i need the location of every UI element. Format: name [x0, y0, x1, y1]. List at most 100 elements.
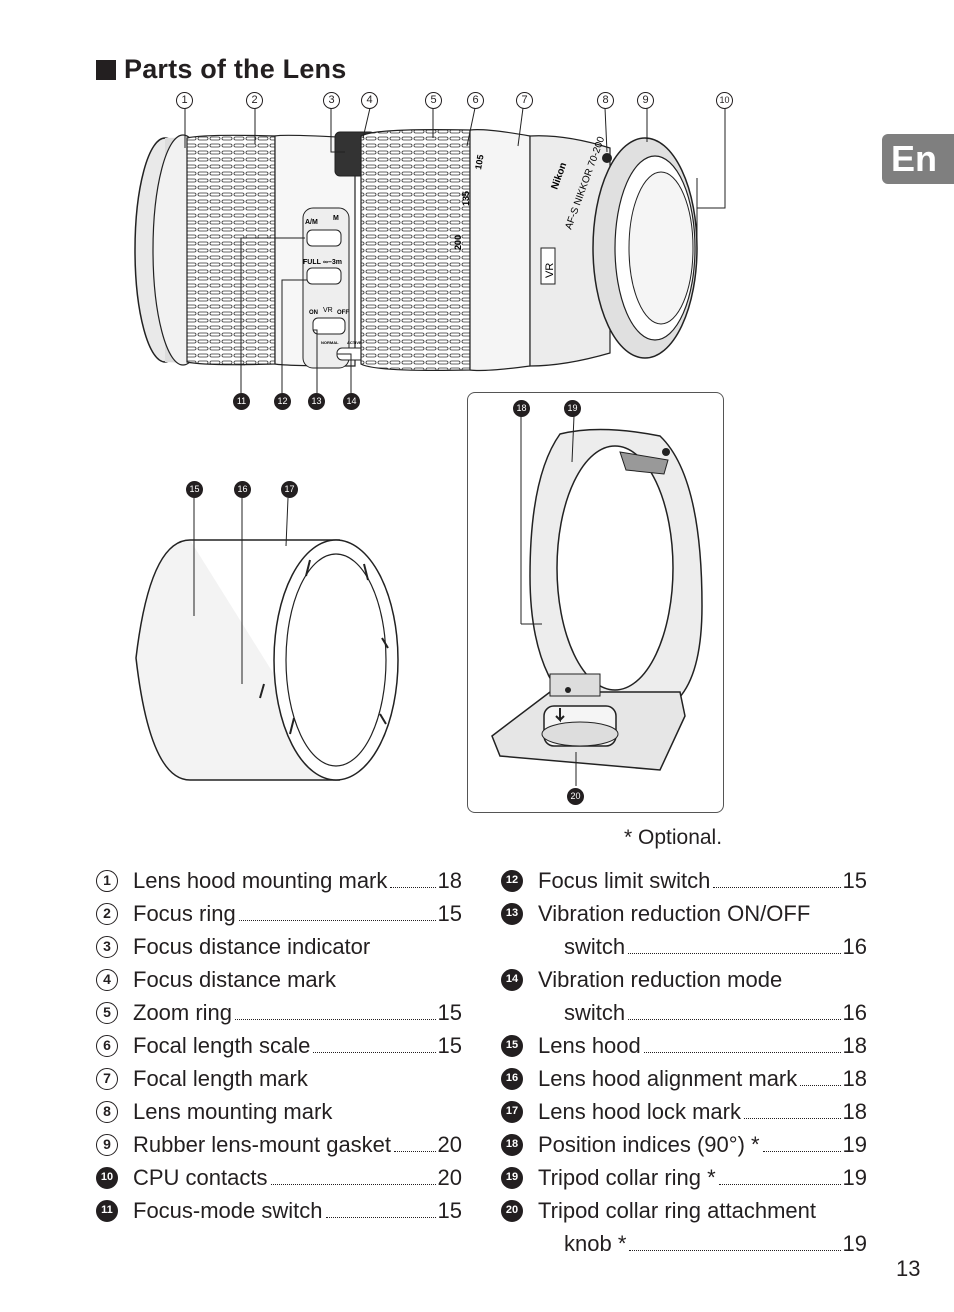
page-number: 13 — [896, 1256, 921, 1281]
item-number: 15 — [501, 1035, 523, 1057]
switch-inf3m-label: ∞–3m — [323, 259, 342, 266]
leader-dots — [628, 1018, 841, 1020]
section-title: Parts of the Lens — [96, 54, 346, 85]
leader-dots — [325, 1216, 436, 1218]
item-page: 18 — [842, 1066, 867, 1091]
callout-12: 12 — [274, 393, 291, 410]
item-page: 16 — [842, 1000, 867, 1025]
item-label: Position indices (90°) * — [538, 1132, 760, 1157]
switch-am-label: A/M — [305, 219, 318, 226]
callout-11: 11 — [233, 393, 250, 410]
list-item: 8 Lens mounting mark — [96, 1097, 462, 1127]
switch-active-label: ACTIVE — [347, 340, 362, 345]
callout-18: 18 — [513, 400, 530, 417]
callout-7: 7 — [516, 92, 533, 109]
switch-off-label: OFF — [337, 310, 349, 316]
item-label: Lens hood — [538, 1033, 641, 1058]
section-title-text: Parts of the Lens — [124, 54, 347, 84]
item-label: Zoom ring — [133, 1000, 233, 1025]
callout-4: 4 — [361, 92, 378, 109]
list-item: 20 Tripod collar ring attachment — [501, 1196, 867, 1226]
item-page: 18 — [437, 868, 462, 893]
item-label-continued: knob * — [564, 1231, 627, 1256]
item-number: 17 — [501, 1101, 523, 1123]
leader-dots — [235, 1018, 436, 1020]
item-label: Rubber lens-mount gasket — [133, 1132, 392, 1157]
leader-dots — [762, 1150, 841, 1152]
leader-dots — [238, 919, 436, 921]
focal-scale-135: 135 — [461, 191, 471, 206]
callout-2: 2 — [246, 92, 263, 109]
item-page: 15 — [842, 868, 867, 893]
tripod-collar-illustration — [491, 416, 703, 786]
item-number: 13 — [501, 903, 523, 925]
switch-on-label: ON — [309, 310, 318, 316]
leader-dots — [800, 1084, 841, 1086]
leader-dots — [713, 886, 841, 888]
callout-5: 5 — [425, 92, 442, 109]
lens-vr-mark: VR — [544, 263, 556, 278]
callout-9: 9 — [637, 92, 654, 109]
list-item: 12 Focus limit switch 15 — [501, 866, 867, 896]
item-page: 20 — [437, 1165, 462, 1190]
list-item-continued: knob * 19 — [501, 1229, 867, 1259]
item-number: 12 — [501, 870, 523, 892]
item-label: Focal length scale — [133, 1033, 311, 1058]
leader-dots — [629, 1249, 841, 1251]
item-page: 18 — [842, 1033, 867, 1058]
item-label: Focus ring — [133, 901, 236, 926]
item-number: 20 — [501, 1200, 523, 1222]
item-label: Focus limit switch — [538, 868, 711, 893]
callout-20: 20 — [567, 788, 584, 805]
item-label: Lens mounting mark — [133, 1099, 333, 1124]
item-label-continued: switch — [564, 1000, 626, 1025]
optional-note: * Optional. — [624, 826, 723, 849]
item-number: 1 — [96, 870, 118, 892]
item-page: 15 — [437, 901, 462, 926]
callout-19: 19 — [564, 400, 581, 417]
item-page: 16 — [842, 934, 867, 959]
item-page: 18 — [842, 1099, 867, 1124]
leader-dots — [394, 1150, 436, 1152]
leader-dots — [628, 952, 841, 954]
item-label: Vibration reduction mode — [538, 967, 783, 992]
item-number: 4 — [96, 969, 118, 991]
focal-scale-105: 105 — [473, 154, 485, 171]
item-label: Focus-mode switch — [133, 1198, 323, 1223]
item-number: 8 — [96, 1101, 118, 1123]
item-label: CPU contacts — [133, 1165, 268, 1190]
switch-normal-label: NORMAL — [321, 340, 339, 345]
item-label: Tripod collar ring attachment — [538, 1198, 816, 1223]
item-label: Focal length mark — [133, 1066, 308, 1091]
callout-8: 8 — [597, 92, 614, 109]
item-number: 3 — [96, 936, 118, 958]
item-page: 15 — [437, 1000, 462, 1025]
callout-13: 13 — [308, 393, 325, 410]
list-item: 18 Position indices (90°) * 19 — [501, 1130, 867, 1160]
callout-3: 3 — [323, 92, 340, 109]
callout-15: 15 — [186, 481, 203, 498]
item-page: 15 — [437, 1198, 462, 1223]
leader-dots — [313, 1051, 436, 1053]
leader-dots — [270, 1183, 436, 1185]
callout-16: 16 — [234, 481, 251, 498]
callout-10: 10 — [716, 92, 733, 109]
item-page: 19 — [842, 1132, 867, 1157]
leader-dots — [643, 1051, 841, 1053]
item-label: Tripod collar ring * — [538, 1165, 716, 1190]
callout-17: 17 — [281, 481, 298, 498]
lens-hood-illustration — [135, 498, 399, 781]
item-page: 19 — [842, 1231, 867, 1256]
leader-dots — [718, 1183, 841, 1185]
item-number: 2 — [96, 903, 118, 925]
item-number: 18 — [501, 1134, 523, 1156]
